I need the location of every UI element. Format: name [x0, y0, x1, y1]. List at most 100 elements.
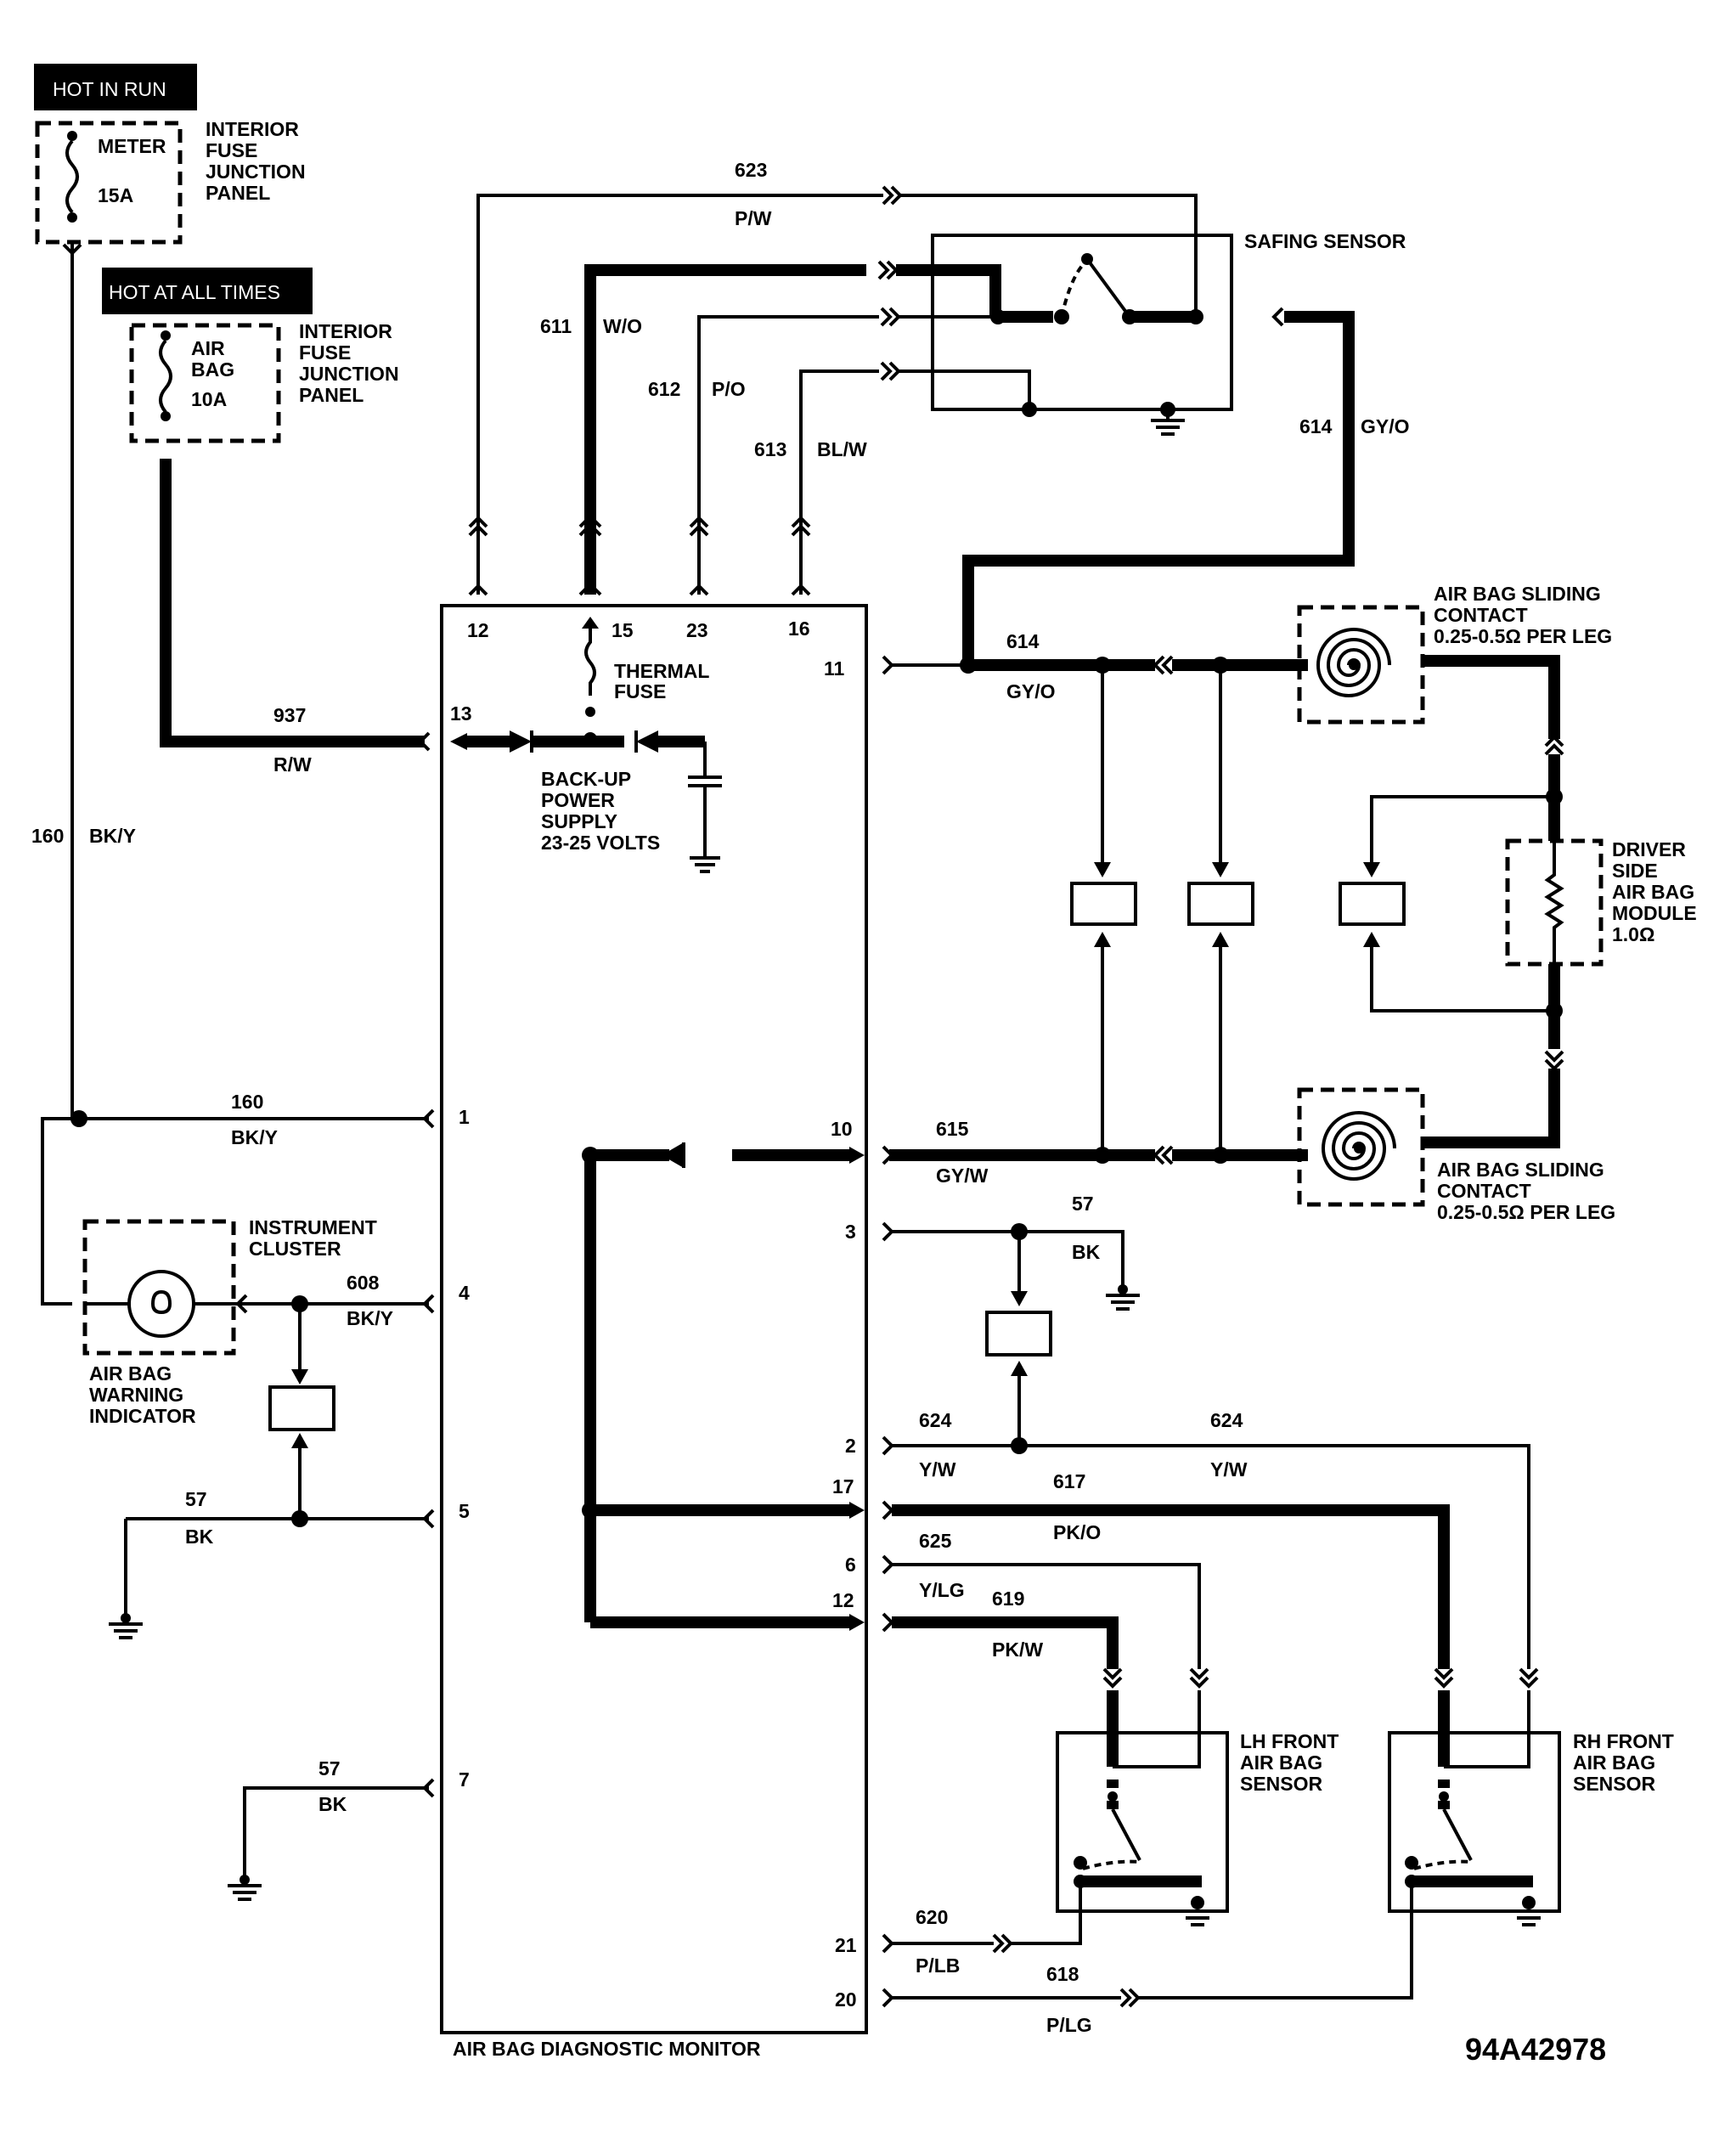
- svg-text:57: 57: [1072, 1193, 1094, 1215]
- internal-bus: [582, 1142, 865, 1631]
- svg-text:BK: BK: [1072, 1241, 1101, 1263]
- svg-text:AIR BAG: AIR BAG: [1573, 1751, 1655, 1774]
- svg-text:MODULE: MODULE: [1612, 902, 1697, 924]
- svg-text:FUSE: FUSE: [614, 680, 666, 702]
- svg-text:SIDE: SIDE: [1612, 860, 1658, 882]
- warning-relay-2: [985, 1232, 1052, 1446]
- svg-text:15: 15: [612, 619, 634, 641]
- svg-text:608: 608: [347, 1272, 380, 1294]
- wire-57-pin7: [243, 1786, 429, 1880]
- meter-fuse-rating: 15A: [98, 184, 133, 206]
- svg-text:CONTACT: CONTACT: [1434, 604, 1528, 626]
- svg-text:BK: BK: [185, 1526, 214, 1548]
- svg-text:21: 21: [835, 1934, 857, 1956]
- svg-text:4: 4: [459, 1282, 470, 1304]
- thermal-fuse-icon: [582, 617, 599, 746]
- svg-text:6: 6: [845, 1554, 856, 1576]
- svg-text:FUSE: FUSE: [206, 139, 257, 161]
- svg-text:DRIVER: DRIVER: [1612, 838, 1686, 860]
- backup-supply-label: BACK-UP POWER SUPPLY 23-25 VOLTS: [541, 768, 660, 854]
- squib-drivers: [1070, 665, 1554, 1155]
- wire-937: [160, 459, 425, 747]
- svg-text:10: 10: [831, 1118, 853, 1140]
- svg-text:624: 624: [919, 1409, 952, 1431]
- lh-front-sensor-box: [1056, 1731, 1229, 1913]
- clockspring-bottom-icon: [1321, 1111, 1396, 1181]
- svg-text:PK/O: PK/O: [1053, 1521, 1101, 1543]
- svg-text:PANEL: PANEL: [299, 384, 364, 406]
- svg-text:20: 20: [835, 1988, 857, 2011]
- svg-text:618: 618: [1046, 1963, 1079, 1985]
- svg-text:WARNING: WARNING: [89, 1384, 183, 1406]
- wire-612: [697, 315, 879, 595]
- svg-text:INTERIOR: INTERIOR: [206, 118, 299, 140]
- svg-text:13: 13: [450, 702, 472, 725]
- svg-text:BK/Y: BK/Y: [231, 1126, 278, 1148]
- wire-57-right: [892, 1230, 1124, 1289]
- meter-fuse-name: METER: [98, 135, 166, 157]
- hot-in-run-badge: [34, 64, 197, 110]
- svg-text:BK/Y: BK/Y: [347, 1307, 393, 1329]
- svg-text:12: 12: [832, 1589, 854, 1611]
- driver-module-label: DRIVER SIDE AIR BAG MODULE 1.0Ω: [1612, 838, 1697, 945]
- svg-text:613: 613: [754, 438, 786, 460]
- wire-617: [892, 1504, 1450, 1669]
- meter-fuse-panel: [35, 121, 183, 245]
- hot-at-all-times-label: HOT AT ALL TIMES: [109, 281, 280, 303]
- svg-text:GY/O: GY/O: [1361, 415, 1410, 437]
- svg-text:17: 17: [832, 1475, 854, 1497]
- svg-text:3: 3: [845, 1221, 856, 1243]
- airbag-fuse-name-2: BAG: [191, 358, 234, 381]
- airbag-fuse-rating: 10A: [191, 388, 227, 410]
- wire-611: [584, 264, 866, 595]
- svg-text:P/O: P/O: [712, 378, 746, 400]
- lh-sensor-internals: [1074, 1690, 1215, 1926]
- safing-sensor-switch: [990, 253, 1203, 417]
- airbag-fuse-icon: [159, 330, 172, 421]
- svg-text:AIR BAG SLIDING: AIR BAG SLIDING: [1434, 583, 1601, 605]
- svg-text:11: 11: [824, 657, 845, 680]
- meter-fuse-icon: [65, 131, 79, 223]
- svg-text:CONTACT: CONTACT: [1437, 1180, 1531, 1202]
- svg-text:615: 615: [936, 1118, 969, 1140]
- svg-text:JUNCTION: JUNCTION: [299, 363, 399, 385]
- instrument-cluster-box: [82, 1219, 236, 1356]
- svg-text:AIR BAG SLIDING: AIR BAG SLIDING: [1437, 1159, 1604, 1181]
- sliding-contact-bottom-label: AIR BAG SLIDING CONTACT 0.25-0.5Ω PER LE…: [1437, 1159, 1615, 1223]
- sliding-contact-top-label: AIR BAG SLIDING CONTACT 0.25-0.5Ω PER LE…: [1434, 583, 1612, 647]
- svg-text:CLUSTER: CLUSTER: [249, 1238, 341, 1260]
- wire-624: [892, 1444, 1530, 1669]
- svg-text:INTERIOR: INTERIOR: [299, 320, 392, 342]
- fuse-panel-label-bottom: INTERIOR FUSE JUNCTION PANEL: [299, 320, 399, 406]
- ground-icon: [228, 1875, 262, 1901]
- svg-text:16: 16: [788, 618, 810, 640]
- svg-text:GY/O: GY/O: [1006, 680, 1056, 702]
- svg-text:R/W: R/W: [273, 753, 312, 776]
- diagnostic-monitor-box: [440, 604, 868, 2034]
- warning-indicator-label: AIR BAG WARNING INDICATOR: [89, 1362, 196, 1427]
- wire-623: [476, 194, 883, 595]
- safing-sensor-label: SAFING SENSOR: [1244, 230, 1406, 252]
- airbag-fuse-panel: [129, 323, 281, 443]
- backup-supply-circuit: [450, 730, 722, 873]
- svg-text:Y/W: Y/W: [1210, 1458, 1248, 1481]
- svg-text:W/O: W/O: [603, 315, 642, 337]
- svg-text:JUNCTION: JUNCTION: [206, 161, 306, 183]
- svg-text:2: 2: [845, 1435, 856, 1457]
- wire-614-upper: [962, 311, 1355, 665]
- svg-text:620: 620: [916, 1906, 948, 1928]
- svg-text:612: 612: [648, 378, 680, 400]
- svg-text:P/LB: P/LB: [916, 1954, 960, 1977]
- safing-ground-icon: [1151, 402, 1185, 436]
- driver-module-wiring: [1423, 655, 1560, 739]
- svg-text:623: 623: [735, 159, 767, 181]
- svg-text:160: 160: [31, 825, 64, 847]
- svg-text:12: 12: [467, 619, 489, 641]
- svg-text:POWER: POWER: [541, 789, 615, 811]
- rh-sensor-label: RH FRONT AIR BAG SENSOR: [1573, 1730, 1674, 1795]
- svg-text:BK/Y: BK/Y: [89, 825, 136, 847]
- svg-text:LH FRONT: LH FRONT: [1240, 1730, 1339, 1752]
- top-connectors: [468, 514, 811, 596]
- svg-text:Y/W: Y/W: [919, 1458, 956, 1481]
